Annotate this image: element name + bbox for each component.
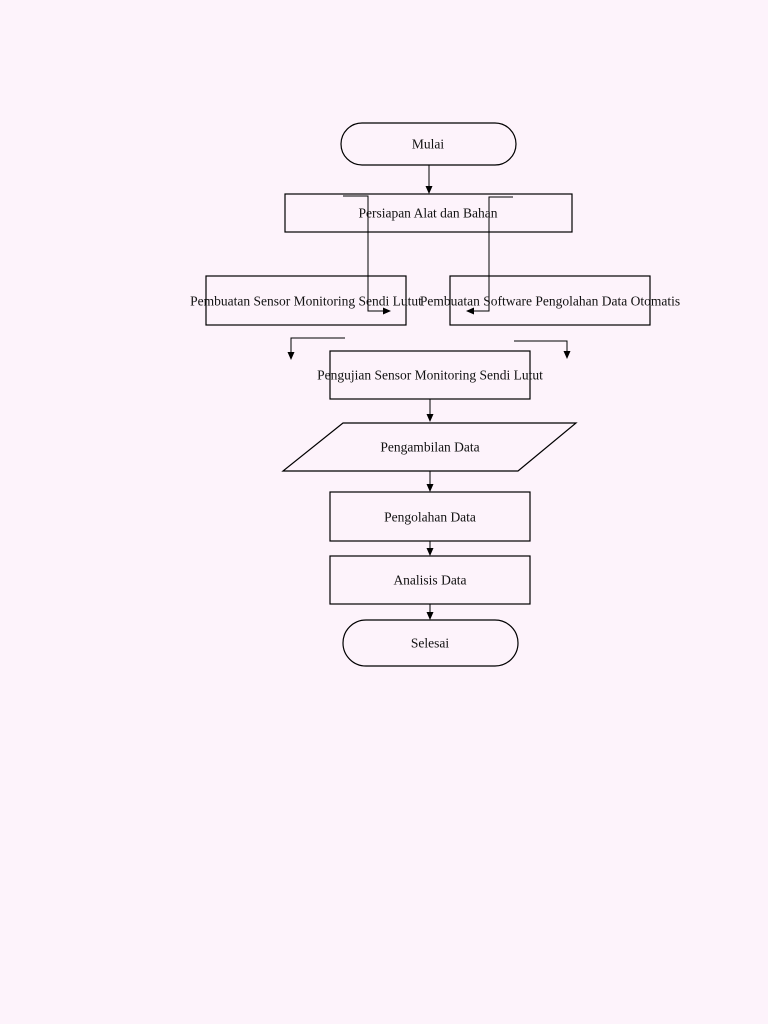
connector-prepare-to-sensor-build — [343, 195, 391, 315]
prepare-process-box — [284, 193, 573, 233]
sensor-build-process-box — [205, 275, 407, 326]
sensor-build-label: Pembuatan Sensor Monitoring Sendi Lutut — [190, 293, 422, 309]
data-collection-label: Pengambilan Data — [380, 439, 480, 455]
software-build-process-box — [449, 275, 651, 326]
start-label: Mulai — [411, 136, 445, 152]
data-analysis-label: Analisis Data — [393, 572, 467, 588]
connector-software-build-to-test — [514, 340, 571, 359]
connector-sensor-build-to-test — [287, 337, 345, 360]
data-processing-label: Pengolahan Data — [384, 509, 476, 525]
prepare-label: Persiapan Alat dan Bahan — [358, 205, 498, 221]
sensor-test-label: Pengujian Sensor Monitoring Sendi Lutut — [317, 367, 543, 383]
end-label: Selesai — [410, 635, 450, 651]
sensor-test-process-box — [329, 350, 531, 400]
connector-prepare-to-software-build — [466, 196, 513, 315]
data-analysis-box — [329, 555, 531, 605]
data-processing-box — [329, 491, 531, 542]
software-build-label: Pembuatan Software Pengolahan Data Otoma… — [419, 293, 681, 309]
data-collection-io-shape — [281, 422, 578, 472]
end-terminator — [342, 619, 519, 667]
